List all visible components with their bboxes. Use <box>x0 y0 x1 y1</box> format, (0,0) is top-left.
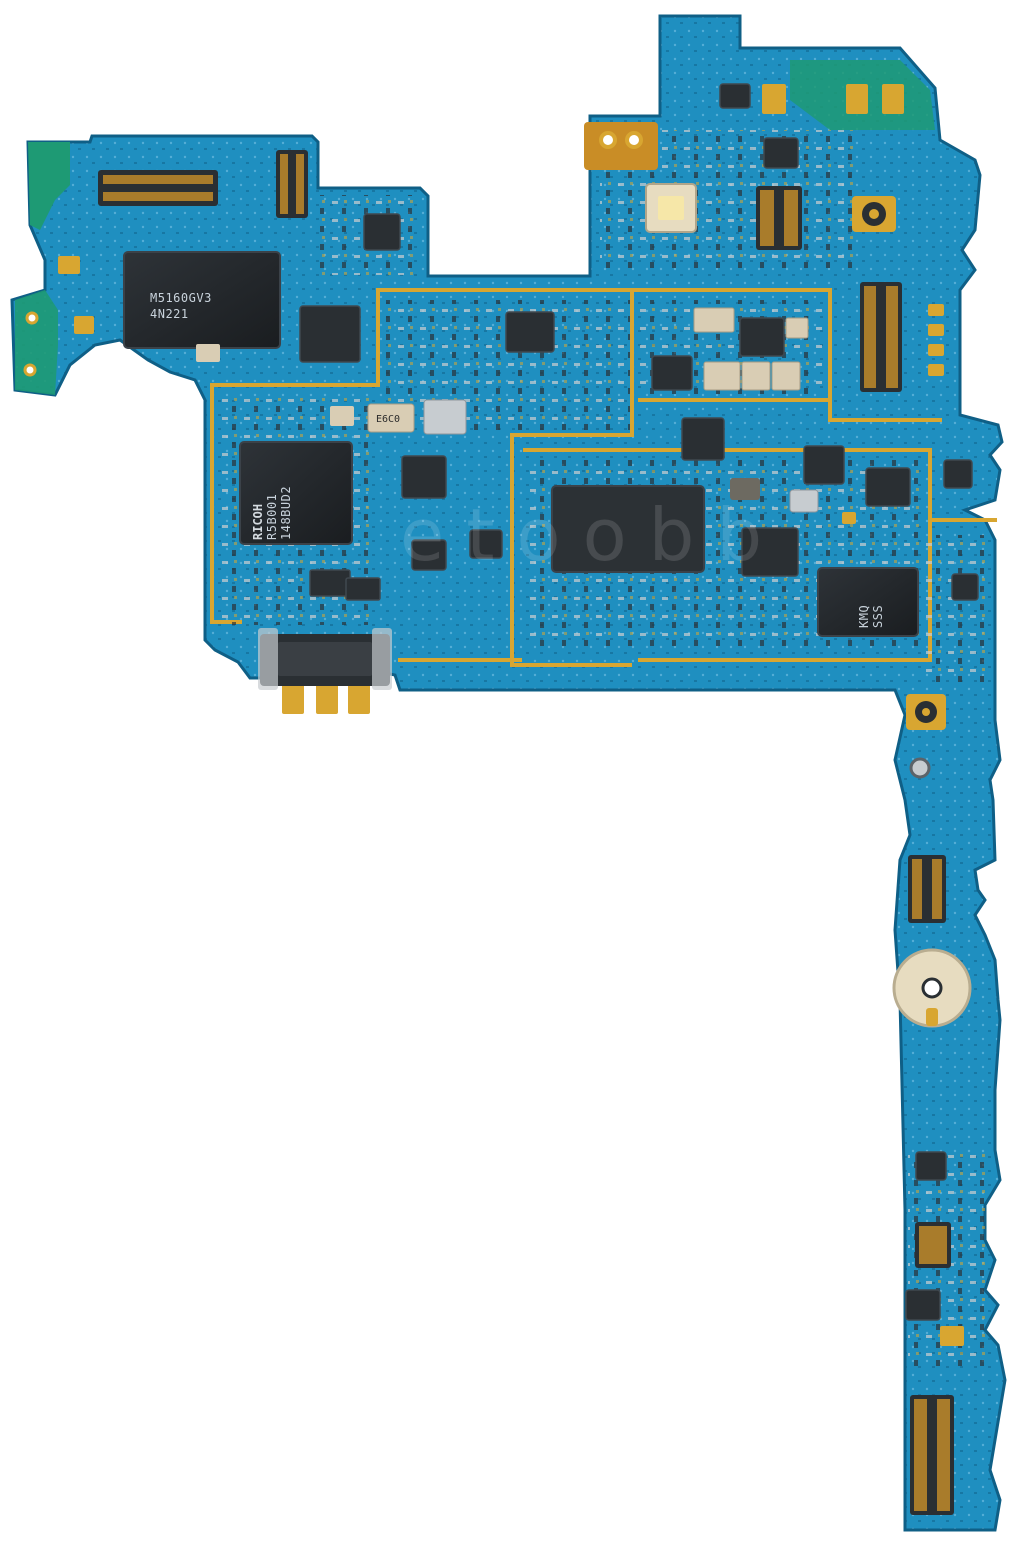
pmic-label-line2: R5B001 <box>265 494 279 540</box>
connector-camera <box>756 186 802 250</box>
vibration-motor-pad <box>892 948 972 1028</box>
coax-test-point <box>909 757 931 779</box>
crystal-label: E6C0 <box>376 414 400 425</box>
memory-chip-label-line2: 4N221 <box>150 307 189 321</box>
connector-lower-fpc-1 <box>908 855 946 923</box>
passive-components <box>196 307 819 513</box>
emmc-label-line1: KMQ <box>857 605 871 628</box>
battery-connector <box>258 628 392 690</box>
watermark: etoobb <box>400 493 784 577</box>
processor-chip <box>551 485 705 573</box>
memory-chip-label-line1: M5160GV3 <box>150 291 212 305</box>
pmic-label-line3: 148BUD2 <box>279 486 293 540</box>
ricoh-pmic-chip: RICOH R5B001 148BUD2 <box>239 441 353 545</box>
camera-flash-led <box>645 183 697 233</box>
gold-ring-holes <box>23 131 643 377</box>
secondary-chips <box>299 83 979 1321</box>
connector-display <box>860 282 902 392</box>
coax-connector-top <box>852 196 896 232</box>
connector-bottom-fpc <box>910 1395 954 1515</box>
memory-chip: M5160GV3 4N221 <box>123 251 281 349</box>
connector-top-left-fpc <box>98 170 218 206</box>
connector-lower-fpc-2 <box>915 1222 951 1268</box>
connector-top-fpc <box>276 150 308 218</box>
pmic-label-line1: RICOH <box>251 504 265 540</box>
coax-connector-side <box>906 694 946 730</box>
emmc-label-line2: SSS <box>871 605 885 628</box>
edge-test-pads <box>928 304 964 1346</box>
emmc-chip: KMQ SSS <box>817 567 919 637</box>
crystal-oscillator: E6C0 <box>367 403 415 433</box>
